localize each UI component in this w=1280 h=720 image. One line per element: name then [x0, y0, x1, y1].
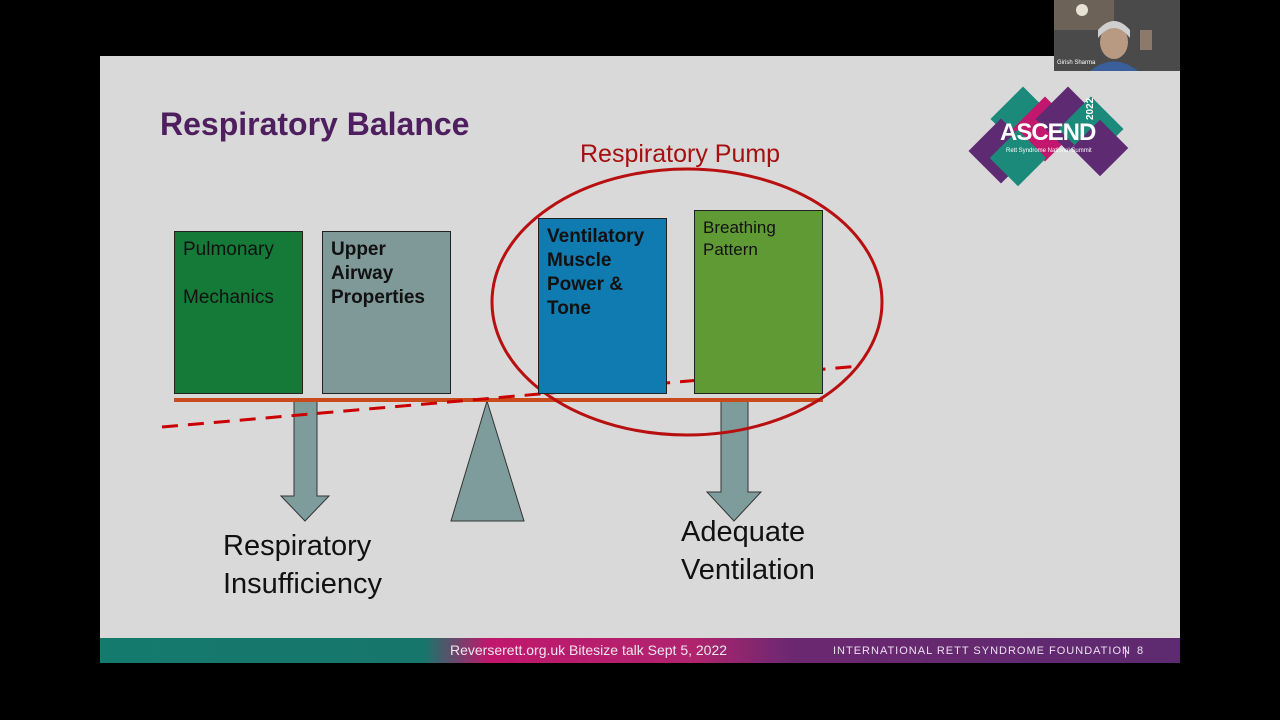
slide-footer: Reverserett.org.uk Bitesize talk Sept 5,… [100, 638, 1180, 663]
pulmonary-line2: Mechanics [183, 287, 274, 308]
pulmonary-mechanics-box: Pulmonary Mechanics [174, 231, 303, 394]
slide: Respiratory Balance Respiratory Pump Pul… [100, 56, 1180, 663]
logo-text: ASCEND [1000, 119, 1096, 146]
insufficiency-line2: Insufficiency [223, 568, 383, 600]
ascend-logo [968, 86, 1129, 187]
ventilatory-line3: Power & [547, 274, 624, 295]
footer-organization: INTERNATIONAL RETT SYNDROME FOUNDATION [833, 645, 1131, 657]
breathing-line1: Breathing [703, 218, 776, 237]
slide-title: Respiratory Balance [160, 106, 470, 142]
breathing-line2: Pattern [703, 240, 758, 259]
upper-airway-line3: Properties [331, 287, 425, 308]
respiratory-pump-label: Respiratory Pump [580, 140, 781, 168]
ventilation-line1: Adequate [681, 516, 806, 548]
insufficiency-line1: Respiratory [223, 530, 372, 562]
upper-airway-box: Upper Airway Properties [322, 231, 451, 394]
upper-airway-line1: Upper [331, 239, 386, 260]
logo-year: 2022 [1085, 97, 1096, 120]
adequate-ventilation-label: Adequate Ventilation [681, 513, 815, 589]
breathing-pattern-box: Breathing Pattern [694, 210, 823, 394]
footer-bar [100, 638, 1180, 663]
down-arrow-left [279, 398, 331, 522]
balance-beam [174, 398, 823, 402]
page-number: 8 [1137, 645, 1144, 657]
participant-name: Girish Sharma [1057, 60, 1096, 66]
footer-talk-text: Reverserett.org.uk Bitesize talk Sept 5,… [450, 642, 728, 658]
webcam-thumbnail[interactable]: Girish Sharma [1054, 0, 1180, 71]
diagram-shapes [161, 167, 884, 522]
ventilatory-line2: Muscle [547, 250, 612, 271]
fulcrum-triangle [450, 399, 525, 522]
respiratory-pump-ellipse [490, 167, 884, 437]
ventilation-line2: Ventilation [681, 554, 815, 586]
down-arrow-right [705, 398, 763, 522]
ventilatory-muscle-box: Ventilatory Muscle Power & Tone [538, 218, 667, 394]
footer-separator: | [1124, 644, 1128, 658]
respiratory-insufficiency-label: Respiratory Insufficiency [223, 527, 382, 603]
logo-subtitle: Rett Syndrome National Summit [1006, 148, 1092, 154]
upper-airway-line2: Airway [331, 263, 394, 284]
pulmonary-line1: Pulmonary [183, 239, 274, 260]
ventilatory-line4: Tone [547, 298, 591, 319]
ventilatory-line1: Ventilatory [547, 226, 645, 247]
participant-video [1054, 0, 1180, 71]
